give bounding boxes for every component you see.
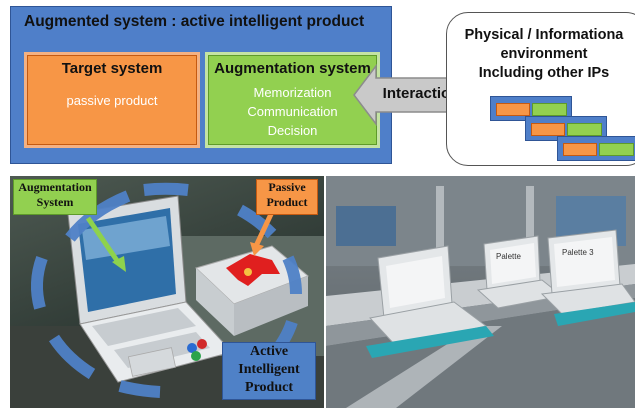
environment-title: Physical / Informationa environment Incl… xyxy=(446,26,635,83)
augmentation-system-callout: Augmentation System xyxy=(13,179,97,215)
palette-laptop-2 xyxy=(476,235,564,309)
augmentation-system-title: Augmentation system xyxy=(214,60,371,77)
augmentation-system-box xyxy=(205,52,380,148)
active-intelligent-product-callout: Active Intelligent Product xyxy=(222,342,316,400)
photo-active-intelligent-product: Augmentation System Passive Product Acti… xyxy=(10,176,324,408)
environment-line-3: Including other IPs xyxy=(478,65,610,81)
function-communication: Communication xyxy=(247,104,338,119)
conveyor-scene-illustration xyxy=(326,176,635,408)
function-memorization: Memorization xyxy=(253,85,332,100)
palette-laptop-3 xyxy=(540,229,635,326)
environment-line-2: environment xyxy=(500,46,588,62)
photo-conveyor-palettes: Palette Palette 3 xyxy=(326,176,635,408)
palette-screen-label: Palette xyxy=(496,252,521,261)
interaction-label: Interaction xyxy=(382,85,460,102)
other-ip-icon xyxy=(490,96,572,121)
laptop-scene-illustration xyxy=(10,182,324,408)
augmented-system-title: Augmented system : active intelligent pr… xyxy=(24,13,365,30)
passive-product-callout: Passive Product xyxy=(256,179,318,215)
environment-line-1: Physical / Informationa xyxy=(464,27,624,43)
palette-laptop-1 xyxy=(366,245,494,358)
augmentation-system-functions: Memorization Communication Decision xyxy=(205,83,380,140)
target-system-box xyxy=(24,52,200,148)
palette-3-screen-label: Palette 3 xyxy=(562,248,594,257)
target-system-text: passive product xyxy=(66,93,158,108)
other-ip-icon xyxy=(557,136,635,161)
function-decision: Decision xyxy=(267,123,318,138)
target-system-title: Target system xyxy=(61,60,163,77)
